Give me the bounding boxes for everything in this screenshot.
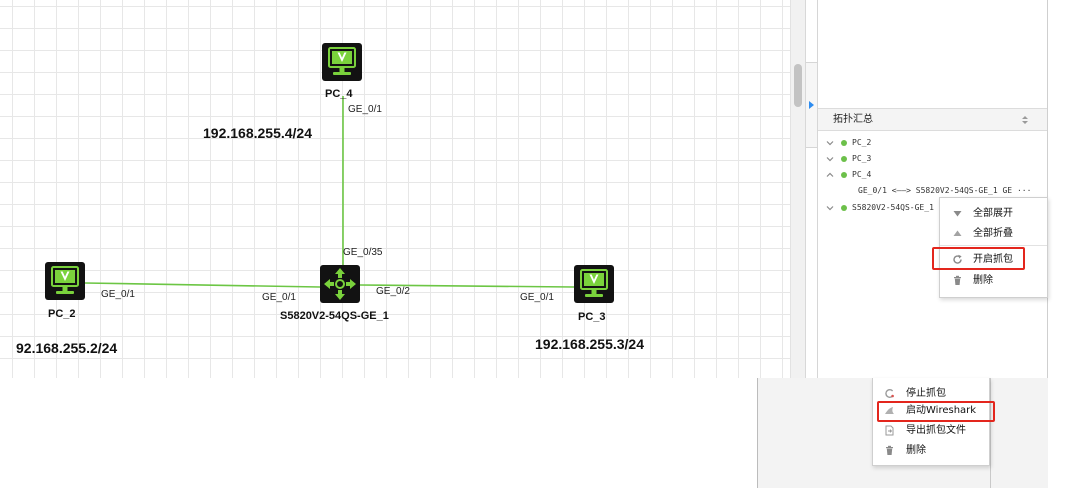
- port-label-pc3-side: GE_0/1: [520, 292, 554, 303]
- ip-label-pc3: 192.168.255.3/24: [535, 336, 644, 352]
- node-pc2[interactable]: PC_2: [45, 262, 85, 320]
- chevron-up-icon[interactable]: [826, 171, 834, 179]
- tree-item-label: PC_3: [852, 154, 872, 163]
- menu-item-launch-wireshark[interactable]: 启动Wireshark: [873, 402, 989, 420]
- menu-item-label: 停止抓包: [906, 388, 946, 399]
- pc-monitor-icon: [574, 265, 614, 303]
- menu-item-export-capture[interactable]: 导出抓包文件: [873, 422, 989, 440]
- link-pc2-switch[interactable]: [84, 282, 321, 288]
- menu-item-delete[interactable]: 删除: [873, 442, 989, 460]
- sort-arrows-icon[interactable]: [1021, 115, 1029, 125]
- menu-item-label: 删除: [906, 445, 926, 456]
- chevron-down-icon[interactable]: [826, 204, 834, 212]
- tree-item-pc3[interactable]: PC_3: [818, 151, 1047, 167]
- ip-label-pc2: 92.168.255.2/24: [16, 340, 117, 356]
- tree-child-label: GE_0/1 <——> S5820V2-54QS-GE_1 GE ···: [858, 186, 1032, 195]
- export-file-icon: [884, 425, 895, 436]
- node-pc3[interactable]: PC_3: [574, 265, 614, 323]
- node-label-pc3: PC_3: [578, 311, 606, 323]
- pc-monitor-icon: [45, 262, 85, 300]
- menu-item-delete[interactable]: 删除: [940, 271, 1047, 290]
- port-label-pc4-side: GE_0/1: [348, 104, 382, 115]
- status-dot: [841, 205, 847, 211]
- topology-drawing: PC_4 GE_0/1 192.168.255.4/24 GE_0/35 S58…: [16, 43, 644, 356]
- menu-item-label: 全部折叠: [973, 228, 1013, 239]
- menu-item-label: 启动Wireshark: [906, 405, 977, 416]
- tree-context-menu: 全部展开 全部折叠 开启抓包 删除: [939, 197, 1048, 298]
- menu-item-expand-all[interactable]: 全部展开: [940, 204, 1047, 223]
- port-label-switch-to-pc3: GE_0/2: [376, 286, 410, 297]
- expand-all-icon: [952, 208, 963, 219]
- trash-icon: [884, 445, 895, 456]
- canvas-vertical-scrollbar[interactable]: [790, 0, 805, 378]
- tree-item-label: S5820V2-54QS-GE_1: [852, 203, 934, 212]
- status-dot: [841, 172, 847, 178]
- window-divider: [990, 378, 991, 488]
- topology-canvas[interactable]: PC_4 GE_0/1 192.168.255.4/24 GE_0/35 S58…: [0, 0, 790, 378]
- collapse-all-icon: [952, 228, 963, 239]
- tree-item-label: PC_2: [852, 138, 872, 147]
- node-label-switch: S5820V2-54QS-GE_1: [280, 310, 389, 322]
- pc-monitor-icon: [322, 43, 362, 81]
- switch-arrows-icon: [320, 265, 360, 303]
- chevron-down-icon[interactable]: [826, 155, 834, 163]
- menu-item-label: 开启抓包: [973, 254, 1013, 265]
- port-label-pc2-side: GE_0/1: [101, 289, 135, 300]
- trash-icon: [952, 275, 963, 286]
- node-switch[interactable]: S5820V2-54QS-GE_1: [280, 265, 389, 322]
- capture-menu-screenshot: 停止抓包 启动Wireshark 导出抓包文件 删除: [757, 378, 1048, 488]
- node-pc4[interactable]: PC_4: [322, 43, 362, 100]
- start-capture-icon: [952, 254, 963, 265]
- node-label-pc4: PC_4: [325, 88, 353, 100]
- status-dot: [841, 156, 847, 162]
- status-dot: [841, 140, 847, 146]
- node-label-pc2: PC_2: [48, 308, 76, 320]
- topology-summary-panel: 拓扑汇总 PC_2 PC_3 PC_4: [817, 0, 1048, 378]
- menu-separator: [940, 245, 1047, 246]
- panel-collapse-handle[interactable]: [806, 62, 817, 148]
- tree-item-label: PC_4: [852, 170, 872, 179]
- capture-context-menu: 停止抓包 启动Wireshark 导出抓包文件 删除: [872, 378, 990, 466]
- ip-label-pc4: 192.168.255.4/24: [203, 125, 312, 141]
- scrollbar-thumb[interactable]: [794, 64, 802, 107]
- panel-header[interactable]: 拓扑汇总: [818, 108, 1047, 131]
- menu-item-label: 导出抓包文件: [906, 425, 966, 436]
- menu-item-start-capture[interactable]: 开启抓包: [940, 250, 1047, 269]
- menu-item-label: 删除: [973, 275, 993, 286]
- port-label-switch-to-pc4: GE_0/35: [343, 247, 383, 258]
- caret-right-icon: [809, 101, 814, 109]
- port-label-switch-to-pc2: GE_0/1: [262, 292, 296, 303]
- tree-item-pc4[interactable]: PC_4: [818, 167, 1047, 183]
- link-switch-pc3[interactable]: [359, 284, 575, 288]
- stop-capture-icon: [884, 388, 895, 399]
- tree-item-switch[interactable]: S5820V2-54QS-GE_1: [818, 200, 1047, 216]
- wireshark-fin-icon: [884, 405, 895, 416]
- menu-item-label: 全部展开: [973, 208, 1013, 219]
- chevron-down-icon[interactable]: [826, 139, 834, 147]
- menu-item-stop-capture[interactable]: 停止抓包: [873, 385, 989, 403]
- tree-item-pc2[interactable]: PC_2: [818, 135, 1047, 151]
- panel-title: 拓扑汇总: [833, 114, 873, 125]
- tree-child-link-row[interactable]: GE_0/1 <——> S5820V2-54QS-GE_1 GE ···: [818, 183, 1047, 199]
- menu-item-collapse-all[interactable]: 全部折叠: [940, 224, 1047, 243]
- panel-splitter[interactable]: [805, 0, 817, 378]
